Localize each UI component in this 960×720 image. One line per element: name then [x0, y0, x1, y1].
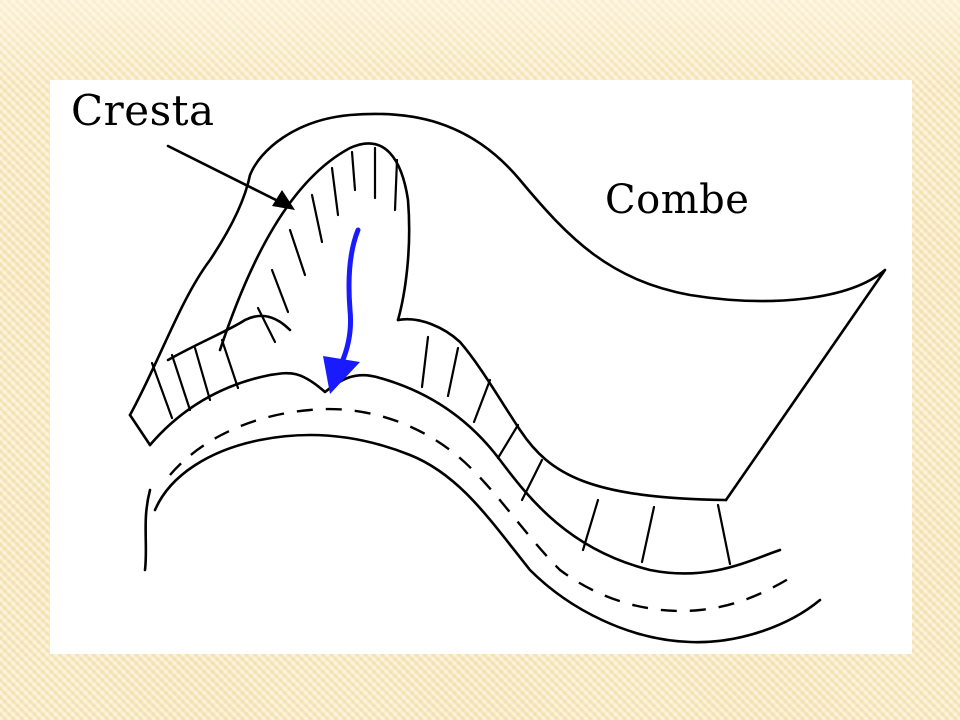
- ridge-left-foot: [128, 413, 152, 572]
- road-lower-edge: [153, 433, 822, 644]
- cresta-pointer-arrow: [166, 144, 295, 210]
- road-upper-edge: [148, 371, 782, 575]
- crest-hatching: [256, 146, 399, 344]
- cresta-combe-diagram: [128, 112, 887, 644]
- flow-arrow: [323, 227, 361, 394]
- cresta-label: Cresta: [71, 86, 215, 135]
- escarpment-hatching: [150, 335, 732, 566]
- diagram-panel: Cresta Combe: [50, 80, 912, 654]
- combe-label: Combe: [605, 177, 750, 223]
- escarpment-top: [166, 314, 728, 502]
- ridge-outline: [128, 112, 887, 502]
- road-centerline: [169, 407, 796, 613]
- crest-inner-outline: [218, 142, 411, 352]
